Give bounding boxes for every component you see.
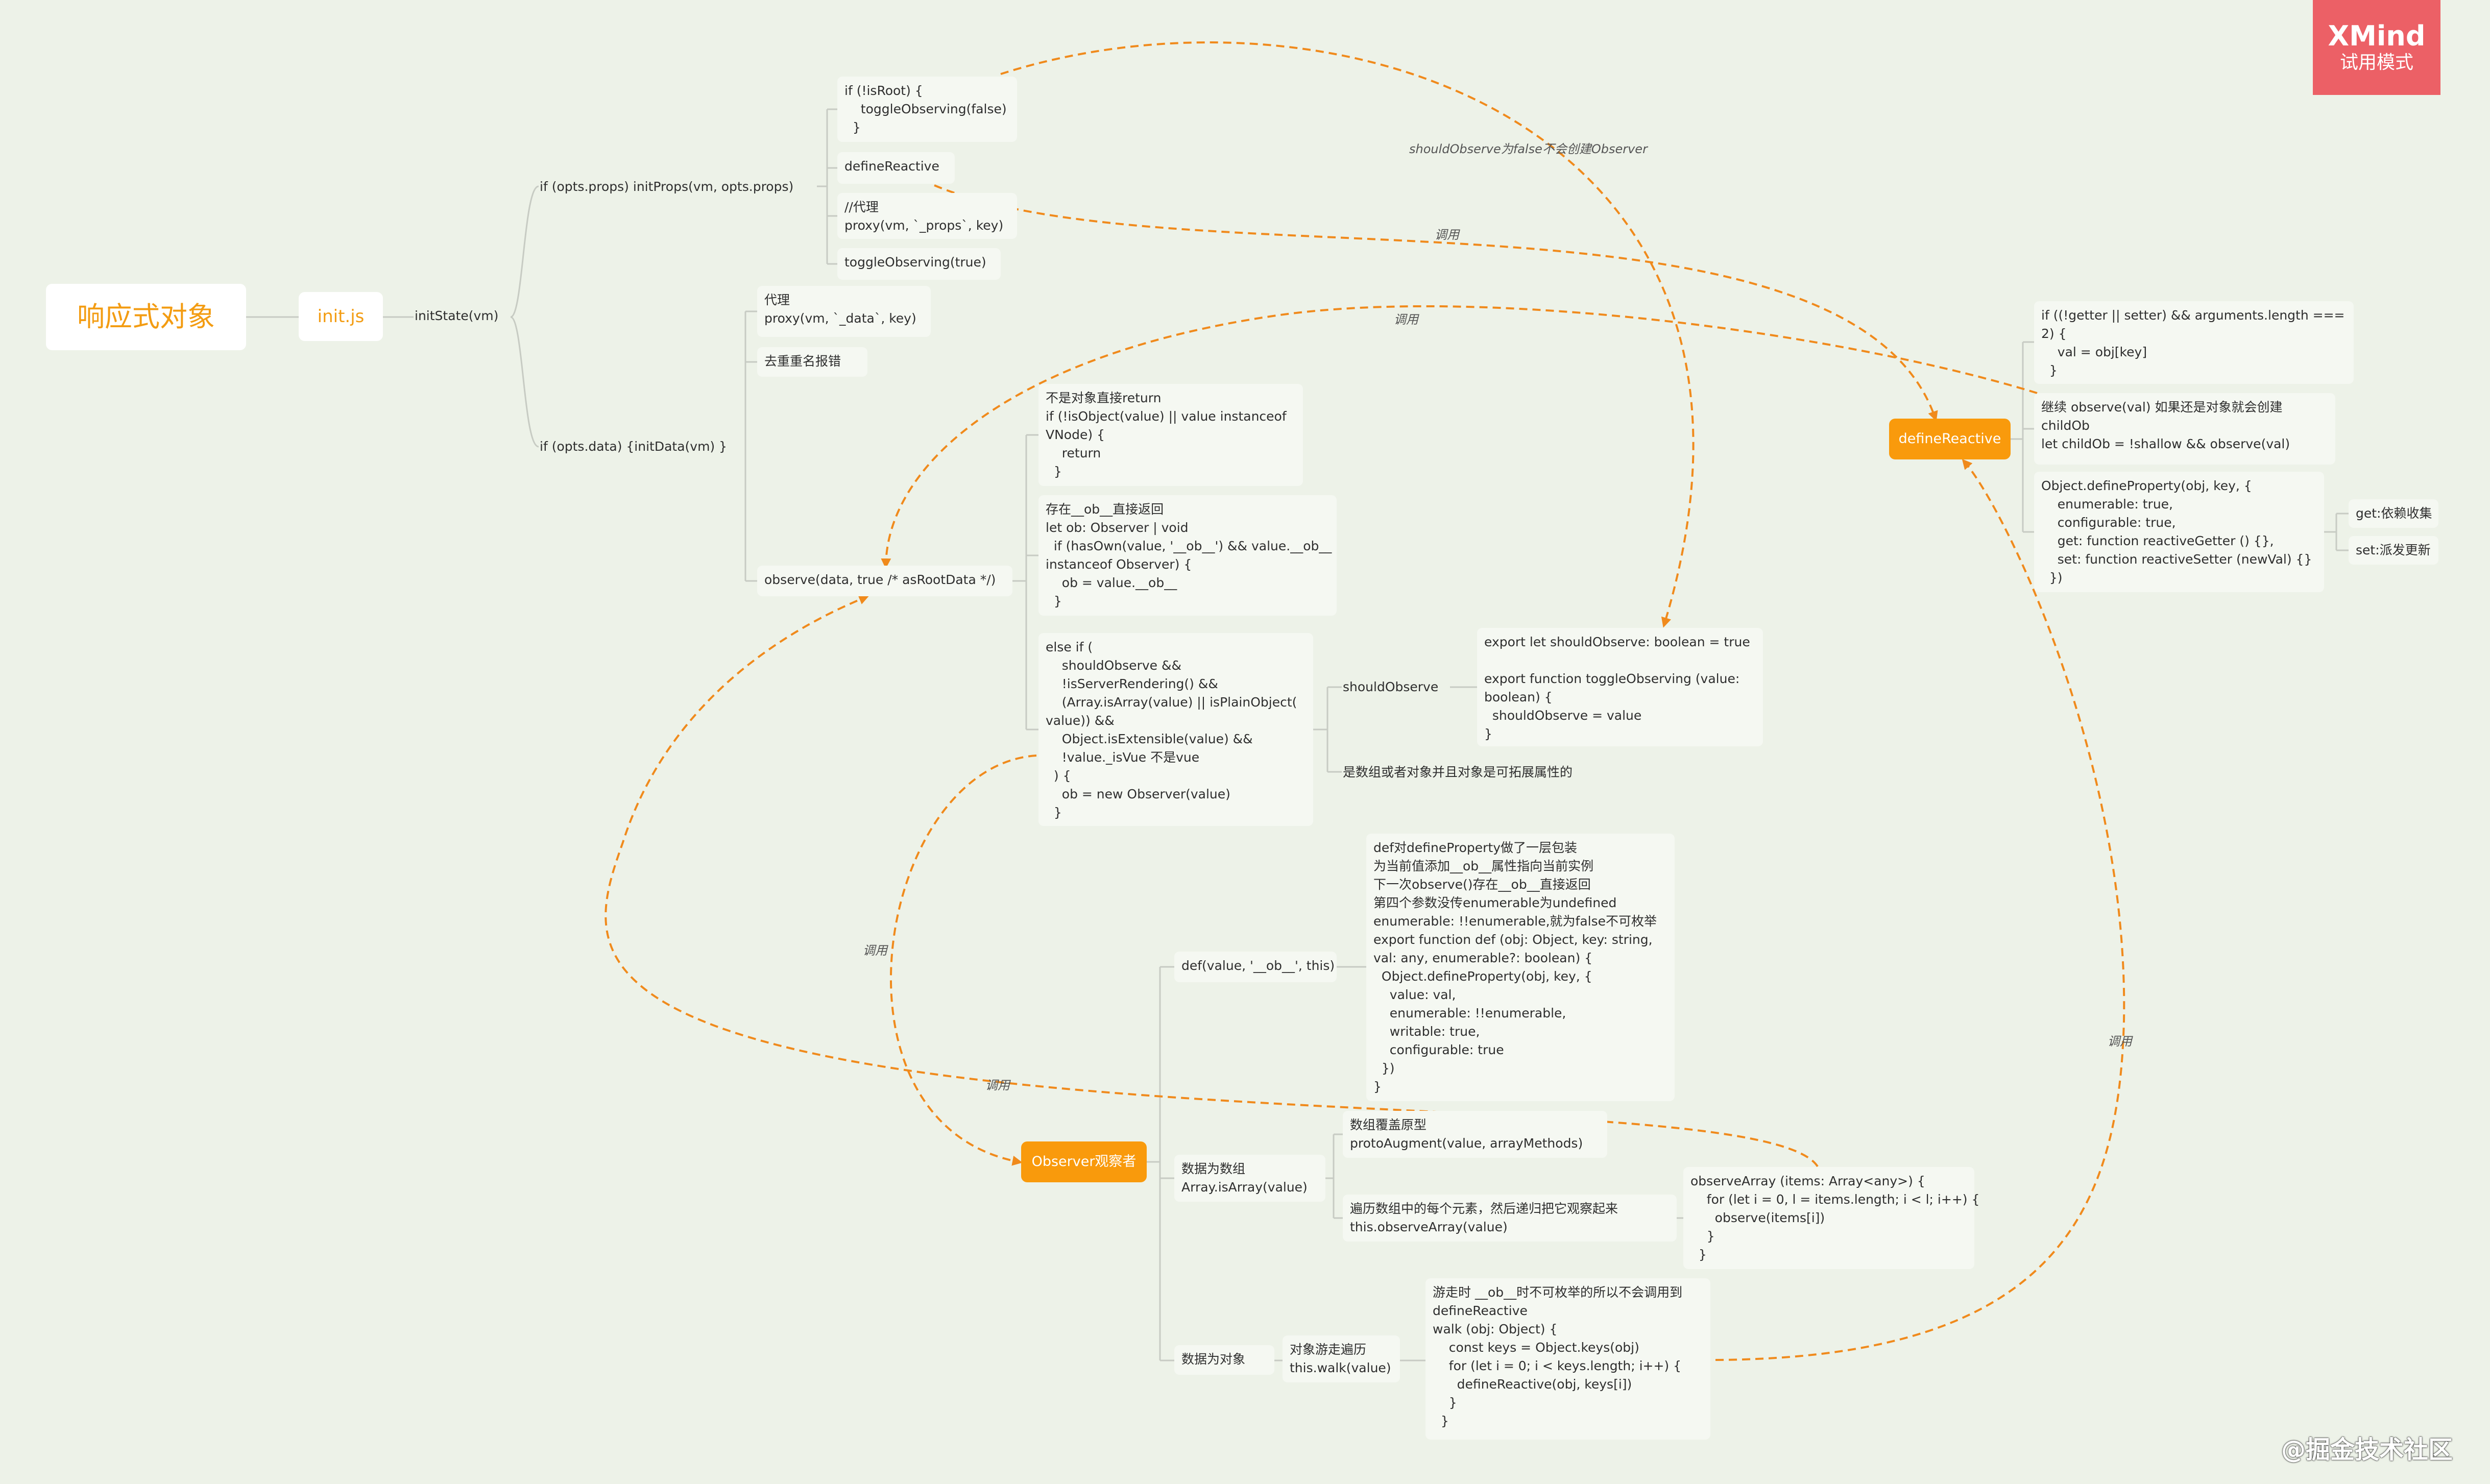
topic-should-observe[interactable]: shouldObserve	[1343, 679, 1439, 694]
edge-label-should-false: shouldObserve为false不会创建Observer	[1409, 142, 1648, 156]
topic-props-define-reactive[interactable]: defineReactive	[837, 152, 955, 184]
branch-props-kids	[827, 108, 837, 265]
edge-label-call-child: 调用	[1394, 312, 1418, 327]
topic-get-dependency[interactable]: get:依赖收集	[2349, 499, 2438, 528]
link-call-array	[605, 595, 1819, 1167]
link-should-false	[1000, 41, 1695, 628]
topic-observe-exist-ob[interactable]: 存在__ob__直接返回 let ob: Observer | void if …	[1038, 495, 1337, 616]
branch-state-data	[510, 316, 539, 448]
topic-is-array[interactable]: 数据为数组 Array.isArray(value)	[1174, 1155, 1325, 1202]
root-topic[interactable]: 响应式对象	[46, 284, 246, 350]
topic-set-update[interactable]: set:派发更新	[2349, 536, 2438, 565]
xmind-trial-badge: XMind 试用模式	[2313, 0, 2440, 95]
topic-observe-else-if[interactable]: else if ( shouldObserve && !isServerRend…	[1038, 633, 1313, 826]
topic-observe[interactable]: observe(data, true /* asRootData */)	[757, 566, 1012, 596]
topic-is-object[interactable]: 数据为对象	[1174, 1345, 1274, 1375]
topic-walk-array[interactable]: 遍历数组中的每个元素，然后递归把它观察起来 this.observeArray(…	[1343, 1195, 1677, 1242]
link-call-observer	[889, 755, 1037, 1166]
edge-label-call-props: 调用	[1435, 228, 1459, 242]
topic-init-js[interactable]: init.js	[299, 292, 383, 341]
branch-data-kids	[744, 310, 757, 582]
branch-observe-kids	[1012, 434, 1038, 731]
link-call-props	[934, 184, 1938, 422]
topic-init-data[interactable]: if (opts.data) {initData(vm) }	[540, 439, 728, 454]
link-call-child	[881, 305, 2038, 569]
topic-walk-object[interactable]: 对象游走遍历 this.walk(value)	[1283, 1335, 1400, 1382]
branch-define-kids	[2324, 513, 2349, 551]
edge-label-call-walk: 调用	[2108, 1034, 2132, 1049]
topic-init-props[interactable]: if (opts.props) initProps(vm, opts.props…	[540, 179, 794, 194]
edge-label-call-observer: 调用	[863, 943, 887, 958]
topic-props-is-root[interactable]: if (!isRoot) { toggleObserving(false) }	[837, 77, 1017, 142]
topic-props-proxy[interactable]: //代理 proxy(vm, `_props`, key)	[837, 193, 1017, 239]
edge-label-call-array: 调用	[985, 1078, 1010, 1092]
topic-props-toggle[interactable]: toggleObserving(true)	[837, 248, 1001, 280]
branch-props-trunk	[817, 109, 828, 264]
branch-dr-kids	[2011, 341, 2034, 533]
topic-observer[interactable]: Observer观察者	[1021, 1141, 1147, 1182]
topic-def-call[interactable]: def(value, '__ob__', this)	[1174, 952, 1337, 982]
topic-define-reactive[interactable]: defineReactive	[1889, 419, 2011, 459]
watermark: @掘金技术社区	[2281, 1436, 2453, 1464]
branch-state-props	[510, 185, 539, 318]
topic-array-or-object[interactable]: 是数组或者对象并且对象是可拓展属性的	[1343, 765, 1573, 780]
topic-should-observe-code[interactable]: export let shouldObserve: boolean = true…	[1477, 628, 1763, 746]
topic-observe-not-object[interactable]: 不是对象直接return if (!isObject(value) || val…	[1038, 384, 1303, 486]
branch-observer-kids	[1147, 966, 1174, 1361]
topic-walk-code[interactable]: 游走时 __ob__时不可枚举的所以不会调用到 defineReactive w…	[1425, 1278, 1710, 1440]
topic-dr-child-observe[interactable]: 继续 observe(val) 如果还是对象就会创建 childOb let c…	[2034, 393, 2335, 465]
topic-dr-getter[interactable]: if ((!getter || setter) && arguments.len…	[2034, 301, 2354, 384]
branch-array-kids	[1325, 1133, 1343, 1219]
topic-dr-define-property[interactable]: Object.defineProperty(obj, key, { enumer…	[2034, 472, 2324, 592]
topic-def-description[interactable]: def对defineProperty做了一层包装 为当前值添加__ob__属性指…	[1366, 834, 1675, 1101]
badge-brand: XMind	[2328, 20, 2426, 52]
topic-data-proxy[interactable]: 代理 proxy(vm, `_data`, key)	[757, 286, 931, 337]
badge-mode: 试用模式	[2339, 52, 2413, 73]
link-call-walk	[1715, 458, 2125, 1361]
topic-init-state[interactable]: initState(vm)	[415, 308, 499, 323]
topic-proto-augment[interactable]: 数组覆盖原型 protoAugment(value, arrayMethods)	[1343, 1111, 1607, 1158]
topic-data-duplicate[interactable]: 去重重名报错	[757, 347, 867, 377]
topic-observe-array-code[interactable]: observeArray (items: Array<any>) { for (…	[1683, 1167, 1979, 1269]
branch-else-kids	[1313, 686, 1342, 773]
